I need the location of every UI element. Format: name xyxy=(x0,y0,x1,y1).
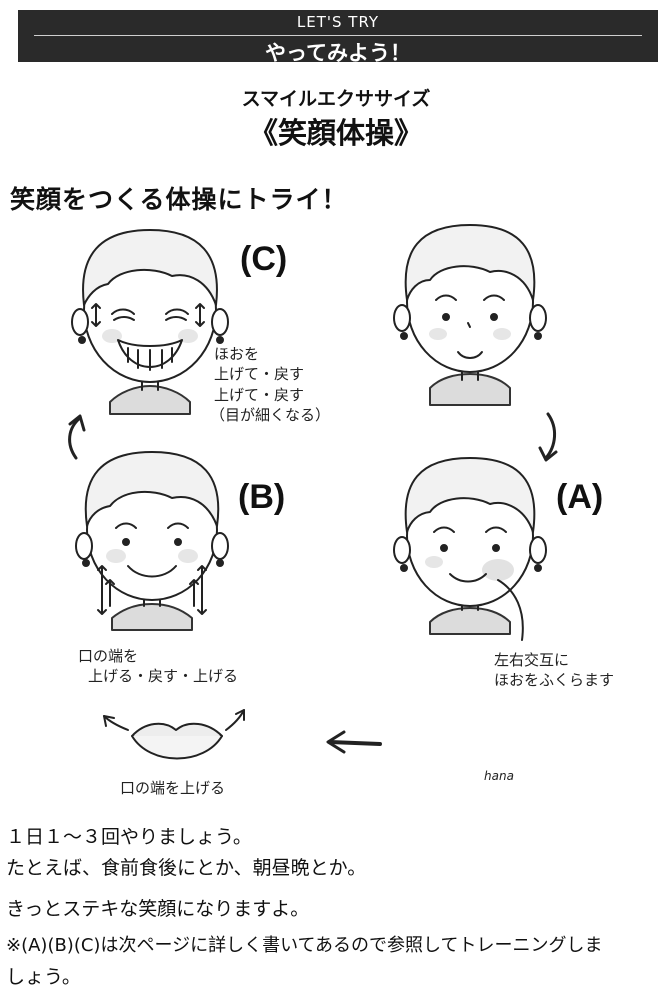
face-a-illustration xyxy=(393,457,547,641)
step-c-note-line-3: 上げて・戻す xyxy=(214,385,305,404)
step-c-note-line-2: 上げて・戻す xyxy=(214,365,305,384)
face-b-illustration xyxy=(75,451,229,631)
body-line-4: ※(A)(B)(C)は次ページに詳しく書いてあるので参照してトレーニングしま xyxy=(6,935,603,956)
arrow-b-to-c xyxy=(68,416,82,460)
banner-kicker: LET'S TRY xyxy=(296,13,380,31)
lips-illustration xyxy=(103,709,245,760)
lets-try-banner: LET'S TRY やってみよう！ xyxy=(18,10,658,65)
page-subtitle: スマイルエクササイズ xyxy=(241,88,431,110)
step-b-note-line-1: 口の端を xyxy=(78,647,139,665)
step-b-label: (B) xyxy=(238,478,286,516)
lips-caption: 口の端を上げる xyxy=(120,779,226,797)
step-c-note: ほおを 上げて・戻す 上げて・戻す （目が細くなる） xyxy=(210,344,330,425)
banner-title: やってみよう！ xyxy=(265,41,411,65)
banner-divider xyxy=(34,35,642,36)
step-a-note-line-2: ほおをふくらます xyxy=(494,671,615,690)
page-title: 《笑顔体操》 xyxy=(248,116,423,150)
step-c-note-line-1: ほおを xyxy=(214,345,260,363)
arrow-start-to-a xyxy=(544,412,556,460)
body-line-1: １日１〜３回やりましょう。 xyxy=(6,826,252,848)
step-c-note-line-4: （目が細くなる） xyxy=(210,405,331,424)
section-heading: 笑顔をつくる体操にトライ！ xyxy=(10,185,348,214)
step-a-note: 左右交互に ほおをふくらます xyxy=(494,650,614,691)
step-a-note-line-1: 左右交互に xyxy=(494,651,570,669)
face-start-illustration xyxy=(393,224,547,406)
step-a-label: (A) xyxy=(556,478,604,516)
step-c-label: (C) xyxy=(240,240,288,278)
body-line-3: きっとステキな笑顔になりますよ。 xyxy=(6,898,310,920)
arrow-a-to-b xyxy=(328,740,382,746)
face-c-illustration xyxy=(71,229,229,415)
body-line-2: たとえば、食前食後にとか、朝昼晩とか。 xyxy=(6,857,367,879)
illustrator-signature: hana xyxy=(484,769,514,783)
step-b-note: 口の端を 上げる・戻す・上げる xyxy=(78,646,238,687)
body-line-5: しょう。 xyxy=(6,966,81,988)
step-b-note-line-2: 上げる・戻す・上げる xyxy=(88,667,239,686)
